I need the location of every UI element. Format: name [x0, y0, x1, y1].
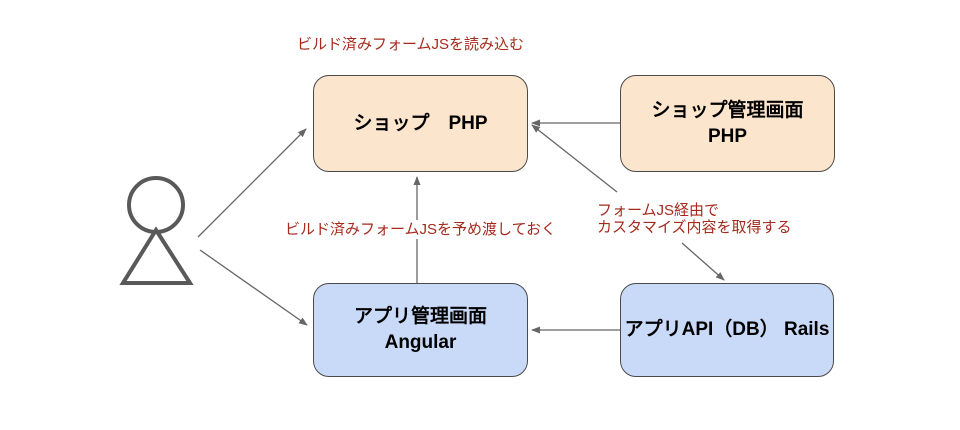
arrow-actor-to-app-admin: [199, 249, 308, 326]
arrow-actor-to-shop: [197, 128, 307, 238]
node-label: アプリAPI（DB） Rails: [624, 319, 830, 341]
node-label-line2: Angular: [384, 332, 457, 353]
node-app-admin-angular: アプリ管理画面 Angular: [313, 283, 528, 377]
arrow-app-api-to-shop: [531, 124, 618, 193]
node-label: ショップ PHP: [353, 112, 488, 134]
node-label-line2: PHP: [707, 125, 748, 147]
annotation-fetch-line2: カスタマイズ内容を取得する: [597, 219, 792, 236]
annotation-pass-built-formjs: ビルド済みフォームJSを予め渡しておく: [283, 220, 559, 239]
actor-icon: [119, 176, 194, 285]
annotation-fetch-via-formjs: フォームJS経由で カスタマイズ内容を取得する: [597, 202, 792, 236]
node-app-api-rails: アプリAPI（DB） Rails: [620, 283, 834, 377]
annotation-fetch-line1: フォームJS経由で: [597, 202, 720, 219]
node-shop-php: ショップ PHP: [313, 75, 528, 172]
node-label-line1: ショップ管理画面: [651, 99, 804, 121]
node-label-line1: アプリ管理画面: [353, 306, 487, 328]
arrow-shop-to-app-api: [681, 242, 725, 281]
annotation-load-built-formjs: ビルド済みフォームJSを読み込む: [297, 36, 525, 53]
node-shop-admin-php: ショップ管理画面 PHP: [620, 75, 835, 172]
